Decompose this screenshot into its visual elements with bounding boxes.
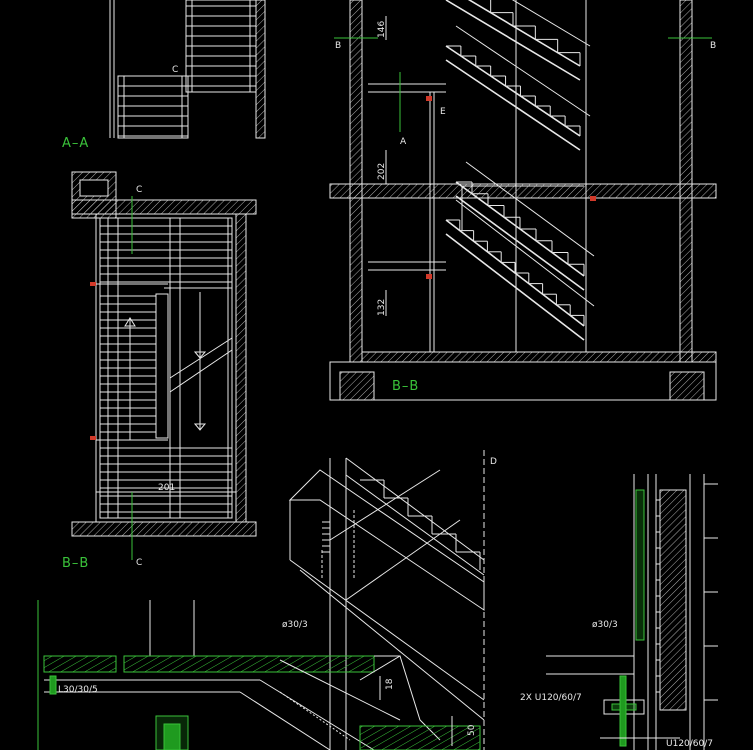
dimension-202: 202 [377,163,387,180]
dimension-201: 201 [158,483,175,493]
dimension-18: 18 [385,678,395,690]
label-b-right: B [710,41,716,51]
label-c-plan-bottom: C [136,558,142,568]
flight-d-stringer [455,195,585,291]
detail-channel-column [546,474,718,750]
section-bb-elevation-view [329,0,717,401]
pipe-label-right: ø30/3 [592,620,618,630]
label-b-left: B [335,41,341,51]
dimension-146: 146 [377,21,387,38]
section-aa-view [109,0,266,139]
flight-b-stringer [445,0,581,81]
label-a: A [400,137,407,147]
pipe-label-left: ø30/3 [282,620,308,630]
label-c-aa: C [172,65,178,75]
channel-label-2x: 2X U120/60/7 [520,693,582,703]
flight-c-stringer [445,233,585,341]
flight-a-handrail [455,25,591,117]
angle-label-l30: L30/30/5 [58,685,98,695]
detail-stringer-junction [288,450,485,750]
section-bb-plan-view [71,171,257,560]
flight-c-handrail [455,199,595,307]
dimension-50: 50 [467,724,477,736]
label-e: E [440,107,446,117]
flight-b-handrail [511,0,591,47]
channel-label-u120: U120/60/7 [666,739,713,749]
section-bb-elevation-title: B–B [392,379,419,394]
section-bb-plan-title: B–B [62,556,89,571]
label-c-plan-top: C [136,185,142,195]
detail-landing-section [37,600,481,750]
flight-a-stringer [445,59,581,151]
dimension-132: 132 [377,299,387,316]
flight-d-handrail [465,161,595,257]
label-d: D [490,457,497,467]
flight-a-stringer [445,45,581,137]
section-aa-title: A–A [62,136,89,151]
